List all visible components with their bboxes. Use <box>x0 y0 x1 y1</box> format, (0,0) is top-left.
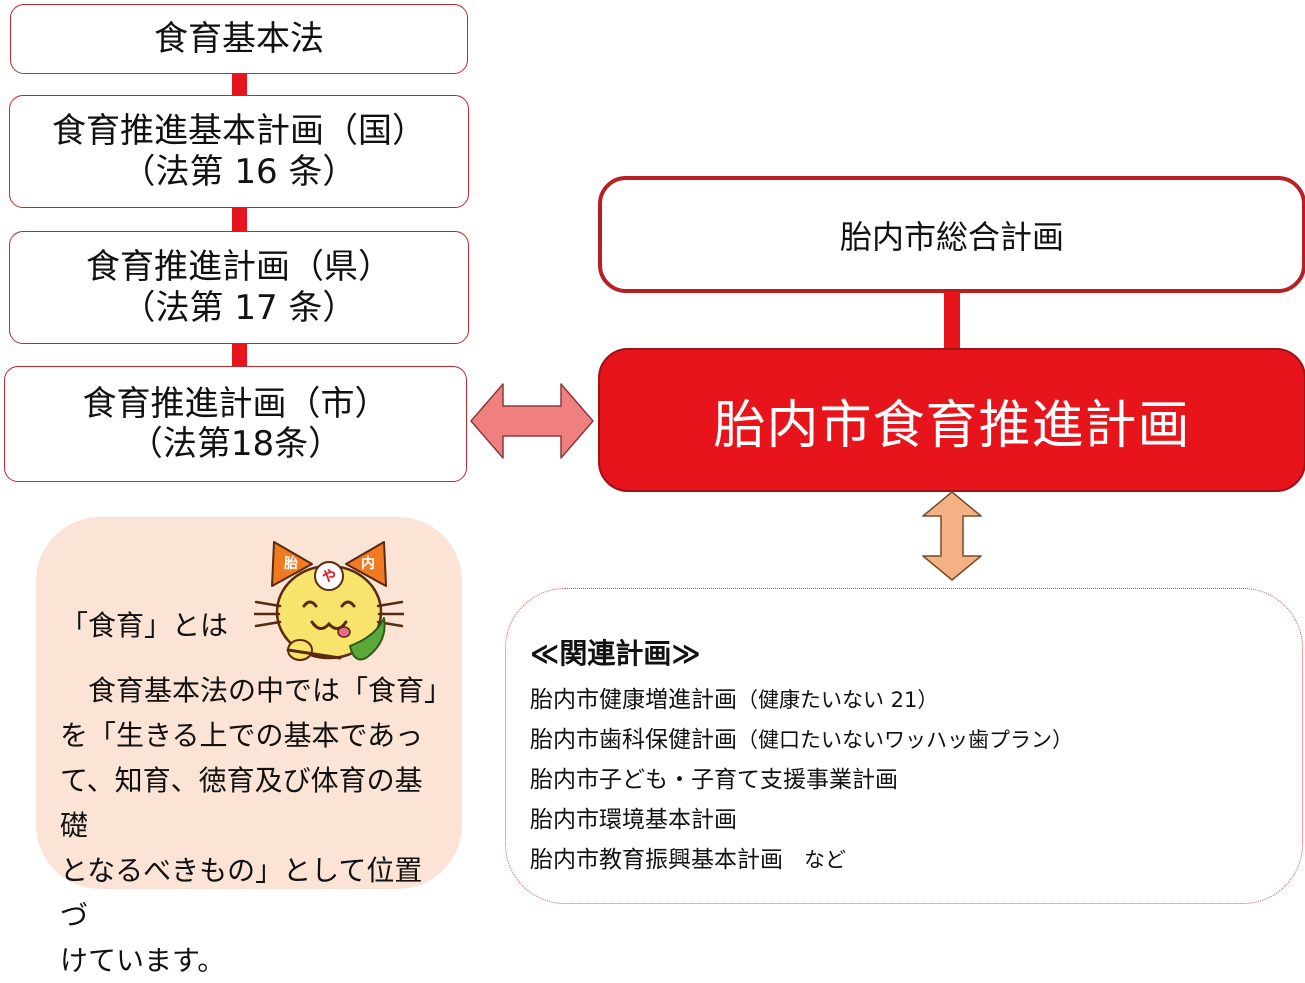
city-plan-article: （法第18条） <box>128 424 343 464</box>
main-plan-box: 胎内市食育推進計画 <box>598 348 1305 492</box>
prefecture-plan-article: （法第 17 条） <box>121 287 357 328</box>
mascot-banner-char: 胎 <box>284 555 298 572</box>
related-plan-label: 胎内市子ども・子育て支援事業計画 <box>530 767 898 793</box>
related-plan-note: （健康たいない 21） <box>737 688 939 712</box>
mascot-illustration: 胎 や 内 <box>254 541 404 661</box>
definition-line: 食育基本法の中では「食育」 <box>60 674 453 707</box>
connector-prefecture-city <box>232 343 247 367</box>
mascot-banner-char: や <box>322 569 336 585</box>
connector-national-prefecture <box>232 207 247 232</box>
definition-line: けています。 <box>60 944 226 977</box>
general-plan-label: 胎内市総合計画 <box>839 217 1064 256</box>
related-plan-item: 胎内市歯科保健計画（健口たいないワッハッ歯プラン） <box>530 720 1073 754</box>
related-plan-item: 胎内市子ども・子育て支援事業計画 <box>530 760 898 794</box>
definition-panel <box>36 517 462 889</box>
related-plan-label: 胎内市環境基本計画 <box>530 807 737 833</box>
basic-law-label: 食育基本法 <box>154 18 324 59</box>
related-plan-note: など <box>783 848 846 872</box>
related-plan-label: 胎内市歯科保健計画 <box>530 727 737 753</box>
national-plan-box: 食育推進基本計画（国） （法第 16 条） <box>9 95 469 208</box>
related-plan-item: 胎内市健康増進計画（健康たいない 21） <box>530 680 938 714</box>
related-plan-note: （健口たいないワッハッ歯プラン） <box>737 728 1073 752</box>
mascot-forehead-badge <box>314 561 344 591</box>
definition-line: を「生きる上での基本であっ <box>60 719 424 752</box>
definition-heading: 「食育」とは <box>60 609 229 642</box>
national-plan-article: （法第 16 条） <box>121 151 357 192</box>
related-plan-item: 胎内市環境基本計画 <box>530 800 737 834</box>
mascot-chopsticks <box>286 648 342 660</box>
definition-line: て、知育、徳育及び体育の基礎 <box>60 764 423 842</box>
related-plan-label: 胎内市健康増進計画 <box>530 687 737 713</box>
connector-general-main <box>944 292 960 350</box>
related-plans-box <box>505 588 1303 904</box>
double-arrow-horizontal <box>470 383 594 459</box>
double-arrow-vertical <box>922 491 982 581</box>
mascot-tongue <box>337 626 351 638</box>
mascot-banner-char: 内 <box>361 555 375 572</box>
prefecture-plan-label: 食育推進計画（県） <box>86 247 392 288</box>
general-plan-box: 胎内市総合計画 <box>598 176 1305 293</box>
prefecture-plan-box: 食育推進計画（県） （法第 17 条） <box>9 231 469 344</box>
connector-law-national <box>232 73 247 96</box>
related-plan-item: 胎内市教育振興基本計画 など <box>530 840 846 874</box>
mascot-eyes <box>302 600 356 608</box>
city-plan-box: 食育推進計画（市） （法第18条） <box>4 366 467 482</box>
city-plan-label: 食育推進計画（市） <box>82 383 389 424</box>
national-plan-label: 食育推進基本計画（国） <box>52 111 426 152</box>
related-plan-label: 胎内市教育振興基本計画 <box>530 847 783 873</box>
main-plan-label: 胎内市食育推進計画 <box>713 395 1191 456</box>
mascot-right-ear <box>345 541 387 587</box>
mascot-left-ear <box>271 541 313 587</box>
related-plans-title: ≪関連計画≫ <box>530 637 701 670</box>
definition-text: 食育基本法の中では「食育」 を「生きる上での基本であっ て、知育、徳育及び体育の… <box>60 668 453 983</box>
mascot-leaf <box>349 617 386 661</box>
definition-line: となるべきもの」として位置づ <box>60 854 423 932</box>
basic-law-box: 食育基本法 <box>10 4 468 74</box>
